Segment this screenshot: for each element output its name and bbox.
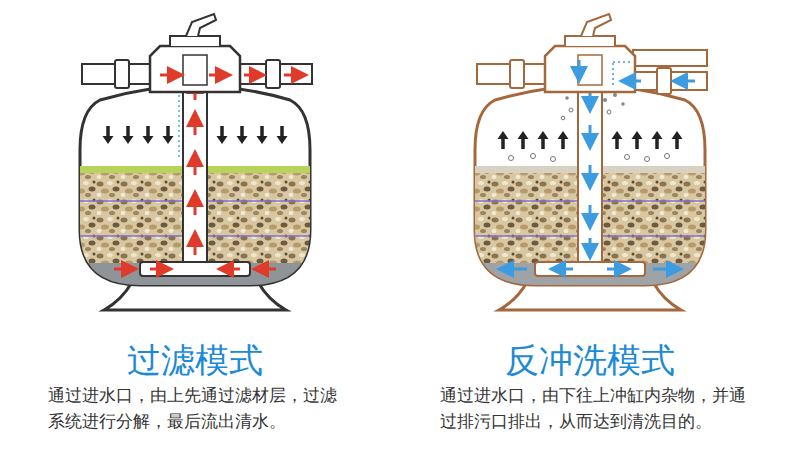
mode-caption: 通过进水口，由下往上冲缸内杂物，并通过排污口排出，从而达到清洗目的。 [440,382,752,434]
backwash-tank [475,14,707,310]
filter-tank [80,14,312,310]
mode-title: 过滤模式 [45,340,345,380]
mode-title: 反冲洗模式 [440,340,740,380]
mode-caption: 通过进水口，由上先通过滤材层，过滤系统进行分解，最后流出清水。 [48,382,348,434]
